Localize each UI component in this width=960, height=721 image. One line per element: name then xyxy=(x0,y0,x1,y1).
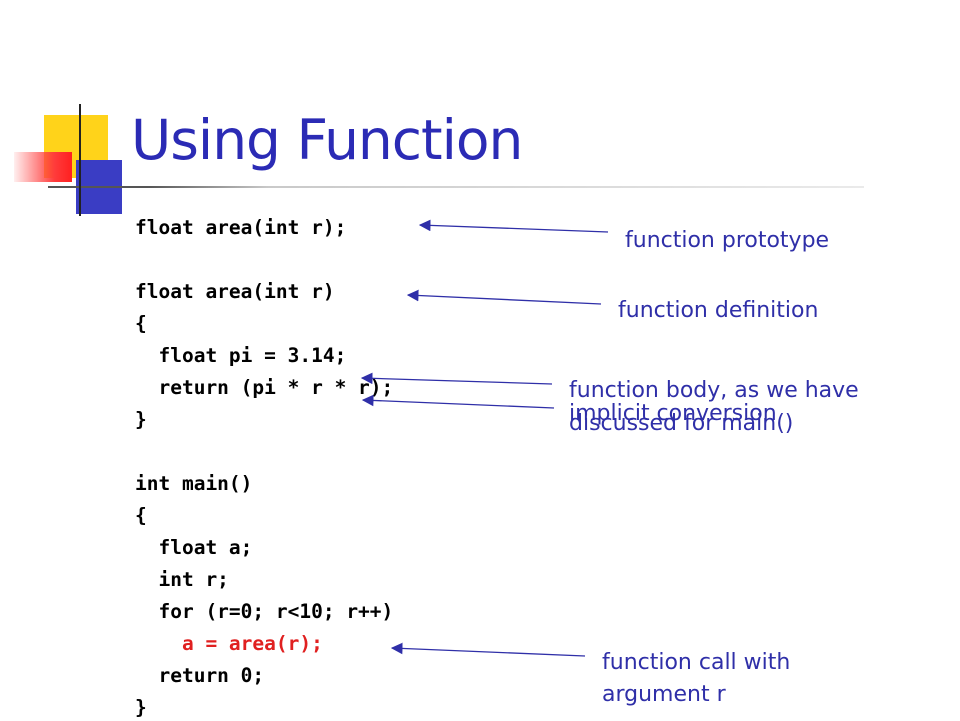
code-line: int r; xyxy=(135,568,229,591)
code-line: return (pi * r * r); xyxy=(135,376,394,399)
arrow-to-prototype xyxy=(418,219,609,233)
code-line: } xyxy=(135,696,147,719)
annotation-body-line2: discussed for main() xyxy=(569,411,794,436)
code-line: return 0; xyxy=(135,664,265,687)
decor-red-square xyxy=(14,152,72,182)
annotation-definition: function definition xyxy=(618,298,819,323)
decor-vertical-line xyxy=(79,104,81,216)
code-line: } xyxy=(135,408,147,431)
code-line: float a; xyxy=(135,536,253,559)
annotation-body-line1: function body, as we have xyxy=(569,378,859,403)
arrow-to-body xyxy=(360,372,553,385)
annotation-implicit-conversion: implicit conversion xyxy=(569,401,777,426)
annotation-prototype: function prototype xyxy=(625,228,830,253)
slide-title: Using Function xyxy=(131,108,523,172)
title-underline xyxy=(48,186,864,188)
code-line: { xyxy=(135,312,147,335)
arrow-to-implicit-conversion xyxy=(361,394,555,409)
code-line: int main() xyxy=(135,472,253,495)
annotation-call-line1: function call with xyxy=(602,650,791,675)
code-line: float area(int r); xyxy=(135,216,347,239)
arrow-to-definition xyxy=(406,289,602,305)
arrow-to-function-call xyxy=(390,642,586,657)
code-line: for (r=0; r<10; r++) xyxy=(135,600,394,623)
annotation-call-line2: argument r xyxy=(602,682,726,707)
code-line: { xyxy=(135,504,147,527)
code-line: float area(int r) xyxy=(135,280,335,303)
code-line: float pi = 3.14; xyxy=(135,344,347,367)
code-line-highlighted: a = area(r); xyxy=(135,632,323,655)
